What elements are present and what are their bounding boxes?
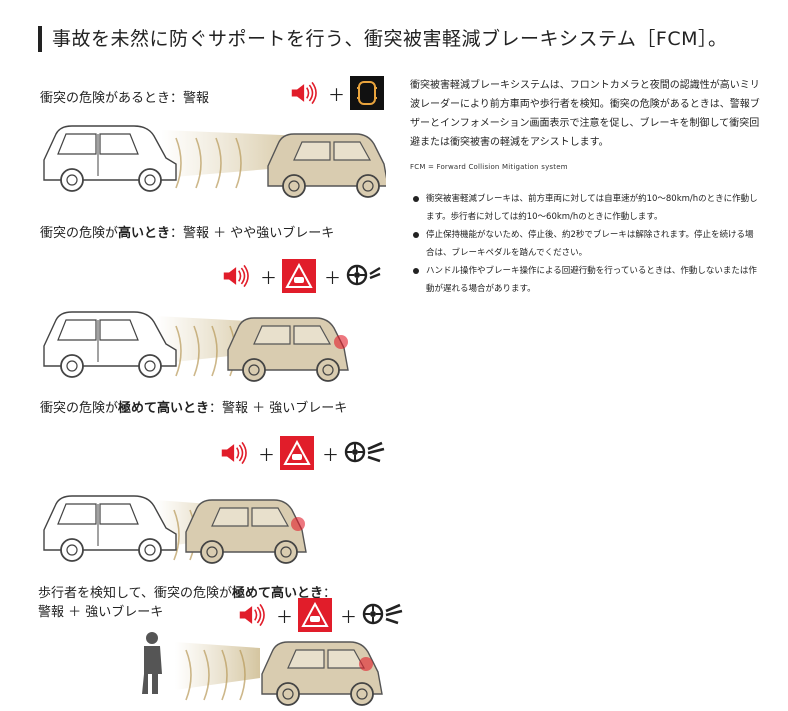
- scene-3-icons: ＋ ＋: [220, 436, 388, 470]
- scene-1-heading: 衝突の危険があるとき：警報: [40, 91, 210, 106]
- scene-1-illustration: [43, 125, 386, 198]
- warning-buzzer-icon: [220, 441, 247, 465]
- radar-arcs: [175, 137, 242, 189]
- scene-1-icons: ＋: [290, 76, 384, 110]
- info-display-icon: [350, 76, 384, 110]
- plus-sign: ＋: [328, 85, 345, 106]
- collision-warning-icon: [298, 598, 332, 632]
- scene-4-heading-line2: 警報 ＋ 強いブレーキ: [38, 605, 164, 620]
- plus-sign: ＋: [322, 445, 339, 466]
- scene-4-icons: ＋ ＋: [238, 598, 406, 632]
- brake-light: [291, 517, 305, 531]
- scene-2-illustration: [43, 311, 349, 382]
- plus-sign: ＋: [324, 268, 341, 289]
- warning-buzzer-icon: [238, 603, 265, 627]
- list-item: 衝突被害軽減ブレーキは、前方車両に対しては自車速が約10〜80km/hのときに作…: [412, 190, 762, 226]
- plus-sign: ＋: [258, 445, 275, 466]
- warning-buzzer-icon: [290, 81, 317, 105]
- page-title: 事故を未然に防ぐサポートを行う、衝突被害軽減ブレーキシステム［FCM］。: [38, 26, 728, 52]
- radar-beam: [175, 642, 260, 690]
- front-car: [227, 317, 349, 382]
- front-car: [267, 133, 386, 198]
- list-item: 停止保持機能がないため、停止後、約2秒でブレーキは解除されます。停止を続ける場合…: [412, 226, 762, 262]
- scene-4-illustration: [142, 632, 383, 706]
- brake-icon: [346, 264, 381, 286]
- strong-brake-icon: [344, 441, 385, 463]
- notes-list: 衝突被害軽減ブレーキは、前方車両に対しては自車速が約10〜80km/hのときに作…: [412, 190, 762, 298]
- own-car: [261, 641, 383, 706]
- collision-warning-icon: [282, 259, 316, 293]
- scene-3-illustration: [43, 495, 307, 564]
- scene-2-heading: 衝突の危険が高いとき：警報 ＋ やや強いブレーキ: [40, 226, 335, 241]
- description: 衝突被害軽減ブレーキシステムは、フロントカメラと夜間の認識性が高いミリ波レーダー…: [410, 80, 760, 148]
- own-car: [43, 125, 177, 192]
- scene-2-icons: ＋ ＋: [222, 259, 384, 293]
- fcm-note: FCM = Forward Collision Mitigation syste…: [410, 163, 568, 171]
- strong-brake-icon: [362, 603, 403, 625]
- list-item: ハンドル操作やブレーキ操作による回避行動を行っているときは、作動しないまたは作動…: [412, 262, 762, 298]
- plus-sign: ＋: [276, 607, 293, 628]
- warning-buzzer-icon: [222, 264, 249, 288]
- scene-4-heading: 歩行者を検知して、衝突の危険が極めて高いとき：: [38, 586, 336, 601]
- brake-light: [359, 657, 373, 671]
- plus-sign: ＋: [260, 268, 277, 289]
- scene-3-heading: 衝突の危険が極めて高いとき：警報 ＋ 強いブレーキ: [40, 401, 348, 416]
- front-car: [185, 499, 307, 564]
- pedestrian: [142, 632, 162, 694]
- plus-sign: ＋: [340, 607, 357, 628]
- collision-warning-icon: [280, 436, 314, 470]
- radar-arcs: [185, 649, 246, 701]
- brake-light: [334, 335, 348, 349]
